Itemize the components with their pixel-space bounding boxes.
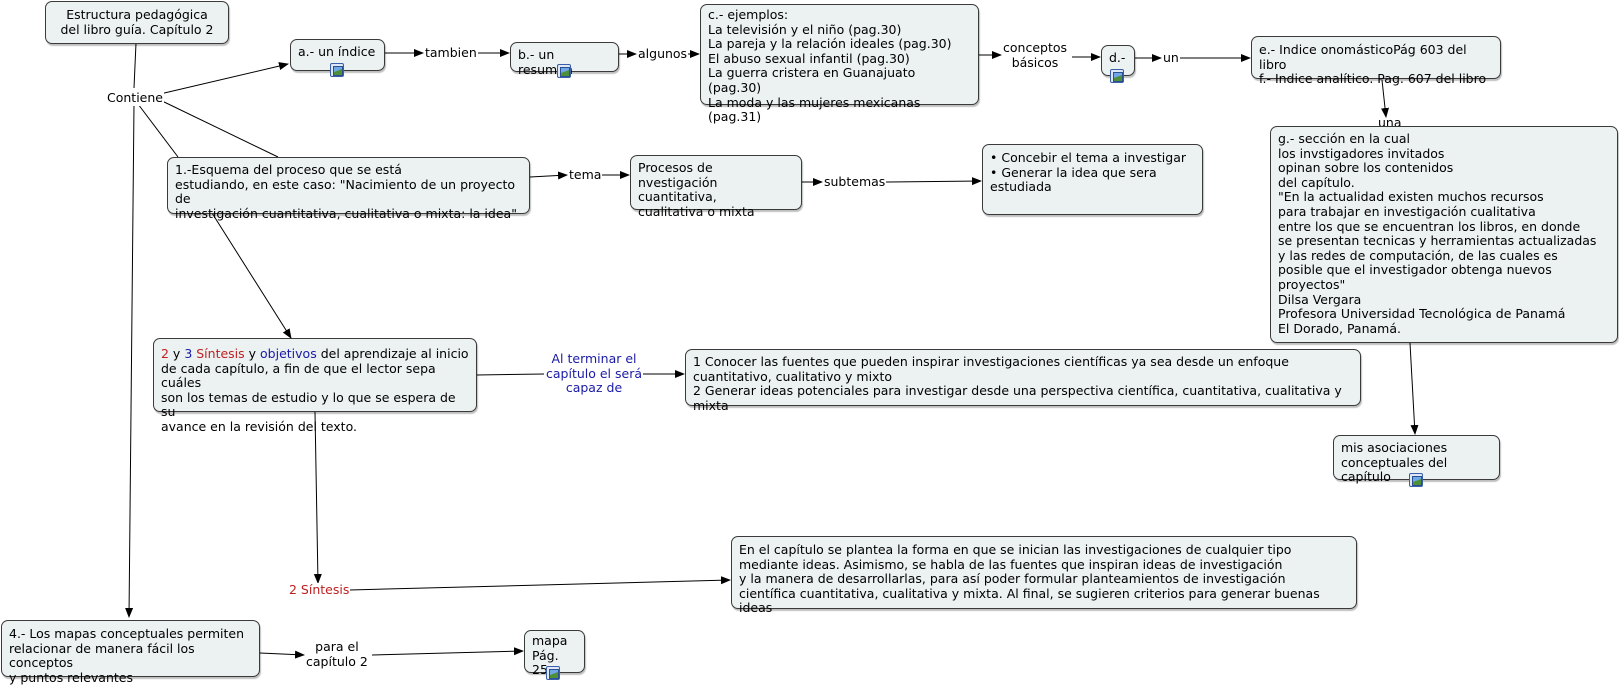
- edge-indices-una: [1381, 79, 1390, 118]
- edge-root-contiene: [133, 42, 137, 89]
- label-tema: tema: [568, 167, 603, 183]
- asociaciones-node[interactable]: mis asociaciones conceptuales del capítu…: [1333, 435, 1500, 484]
- edge-contiene-mapas: [125, 103, 135, 618]
- indice-node[interactable]: a.- un índice: [290, 39, 385, 71]
- edge-mapas-parael: [259, 650, 305, 659]
- edge-sintesis-alterminar: [476, 373, 545, 376]
- image-icon[interactable]: [1110, 69, 1124, 83]
- sintesis-number-3: 3: [184, 346, 193, 361]
- edge-parael-mapa: [371, 647, 524, 656]
- image-icon[interactable]: [1409, 473, 1423, 487]
- objetivos-list-node[interactable]: 1 Conocer las fuentes que pueden inspira…: [685, 349, 1361, 413]
- image-icon[interactable]: [546, 666, 560, 680]
- edge-contiene-esquema: [159, 99, 279, 158]
- mapa-node[interactable]: mapa Pág. 25: [524, 630, 585, 677]
- edge-contiene-indice: [159, 62, 289, 95]
- label-contiene: Contiene: [106, 90, 164, 106]
- label-subtemas: subtemas: [823, 174, 887, 190]
- objetivos-word: objetivos: [260, 346, 317, 361]
- label-al-terminar: Al terminar el capítulo el será capaz de: [545, 351, 643, 396]
- edge-seccion-asociaciones: [1409, 342, 1419, 435]
- seccion-node[interactable]: g.- sección en la cual los invstigadores…: [1270, 126, 1618, 343]
- label-2-sintesis: 2 Síntesis: [288, 582, 351, 598]
- procesos-node[interactable]: Procesos de nvestigación cuantitativa, c…: [630, 155, 802, 219]
- sintesis-connector-y2: y: [244, 346, 261, 361]
- edge-esquema-tema: [529, 171, 568, 180]
- esquema-node[interactable]: 1.-Esquema del proceso que se está estud…: [167, 157, 530, 221]
- edge-subtemas-box: [883, 177, 982, 186]
- edge-contiene-esquema-b: [137, 103, 179, 158]
- image-icon[interactable]: [330, 63, 344, 77]
- sintesis-description: del aprendizaje al inicio de cada capítu…: [161, 346, 469, 434]
- mapas-node[interactable]: 4.- Los mapas conceptuales permiten rela…: [1, 620, 260, 685]
- capitulo-texto-node[interactable]: En el capítulo se plantea la forma en qu…: [731, 536, 1357, 615]
- subtemas-node[interactable]: • Concebir el tema a investigar • Genera…: [982, 144, 1203, 215]
- edge-sintesis-sintesis2: [313, 411, 322, 584]
- label-para-el-capitulo: para el capítulo 2: [305, 639, 369, 670]
- sintesis-connector-y: y: [168, 346, 185, 361]
- label-algunos: algunos: [637, 46, 689, 62]
- sintesis-number-2: 2: [161, 346, 169, 361]
- image-icon[interactable]: [557, 64, 571, 78]
- ejemplos-node[interactable]: c.- ejemplos: La televisión y el niño (p…: [700, 4, 979, 124]
- label-un: un: [1162, 50, 1180, 66]
- indices-node[interactable]: e.- Indice onomásticoPág 603 del libro f…: [1251, 36, 1501, 86]
- root-node[interactable]: Estructura pedagógica del libro guía. Ca…: [45, 1, 229, 44]
- sintesis-objetivos-node[interactable]: 2 y 3 Síntesis y objetivos del aprendiza…: [153, 338, 477, 434]
- edge-sintesis2-texto: [349, 576, 731, 591]
- edge-esquema-sintesis: [211, 212, 292, 339]
- label-conceptos-basicos: conceptos básicos: [1002, 40, 1069, 71]
- label-tambien: tambien: [424, 45, 478, 61]
- sintesis-word: Síntesis: [192, 346, 245, 361]
